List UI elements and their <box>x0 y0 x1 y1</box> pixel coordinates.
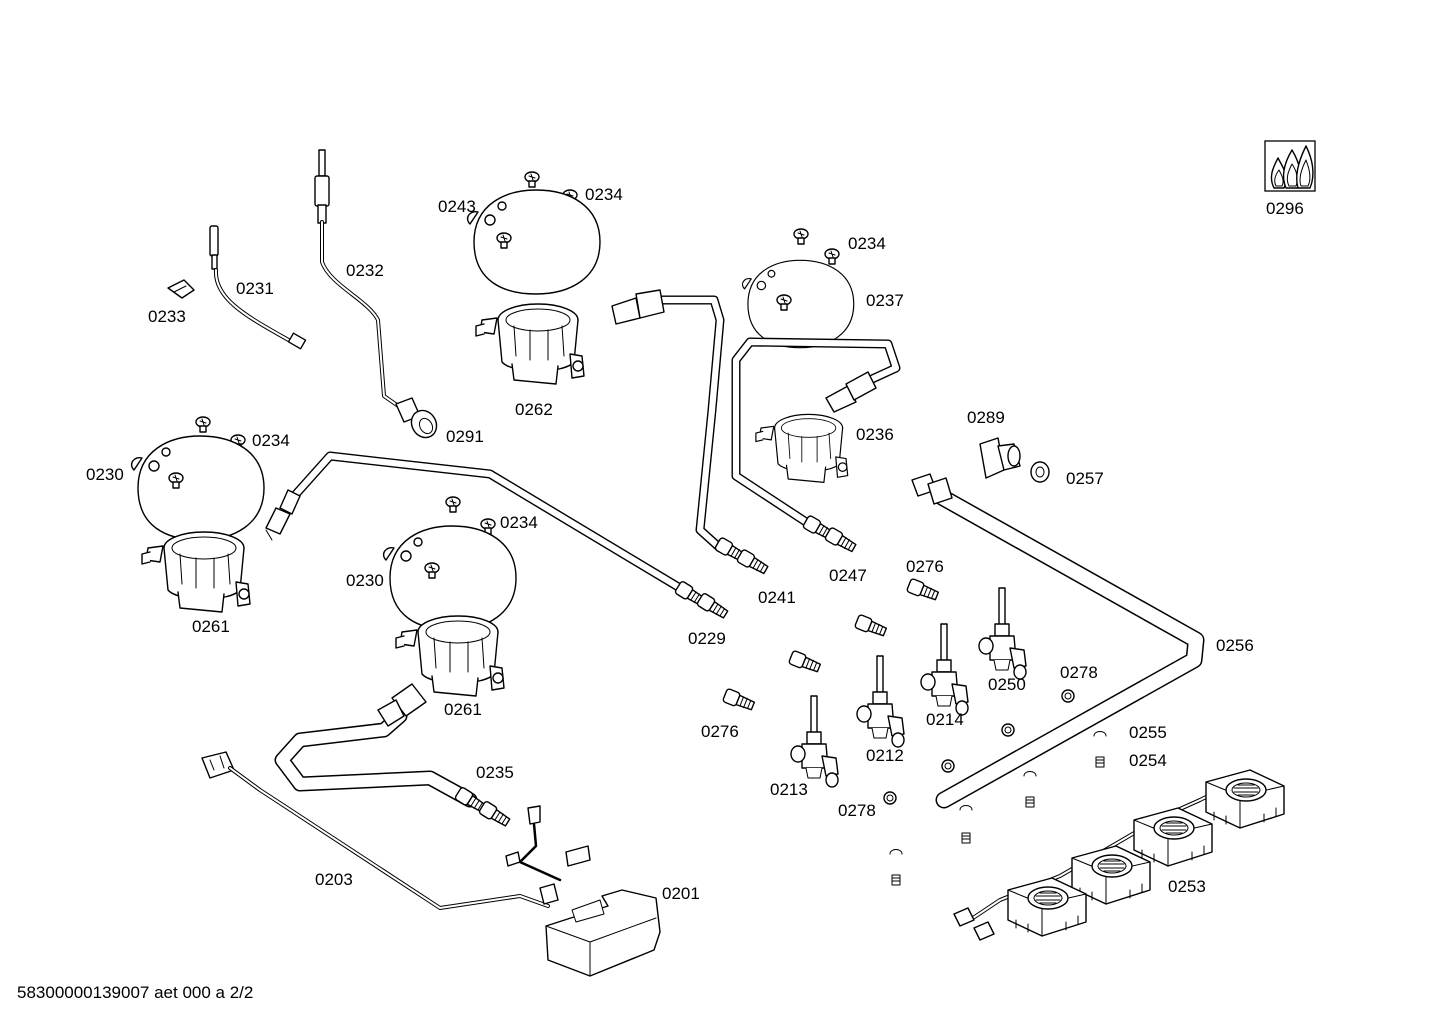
label-0243: 0243 <box>438 197 476 216</box>
gas-tube-0241 <box>611 289 771 577</box>
label-0234-top: 0234 <box>585 185 623 204</box>
injector-0276-b <box>853 613 889 640</box>
gas-valve-0214 <box>920 623 969 716</box>
label-0296: 0296 <box>1266 199 1304 218</box>
screw-0234-right <box>793 228 840 265</box>
ignition-module-0201 <box>545 889 661 977</box>
sealing-ring-0257 <box>1030 461 1050 483</box>
burner-cup-0236 <box>755 413 849 483</box>
label-0253: 0253 <box>1168 877 1206 896</box>
label-0234-right: 0234 <box>848 234 886 253</box>
label-0278-bottom: 0278 <box>838 801 876 820</box>
burner-cup-0261-left <box>141 531 251 613</box>
gas-hose-0235 <box>274 683 512 830</box>
label-0233: 0233 <box>148 307 186 326</box>
label-0261-center: 0261 <box>444 700 482 719</box>
gas-flame-icon <box>1264 140 1316 192</box>
label-0203: 0203 <box>315 870 353 889</box>
label-0262: 0262 <box>515 400 553 419</box>
injector-0276-a <box>905 577 941 604</box>
label-0257: 0257 <box>1066 469 1104 488</box>
label-0255: 0255 <box>1129 723 1167 742</box>
label-0289: 0289 <box>967 408 1005 427</box>
gas-tube-0229 <box>265 451 730 622</box>
main-gas-pipe-0256 <box>911 473 1205 809</box>
label-0235: 0235 <box>476 763 514 782</box>
clip-part-0233 <box>167 279 195 299</box>
gas-valve-0213 <box>790 695 839 788</box>
thermocouple-0232 <box>314 149 406 412</box>
gas-valve-0250 <box>978 587 1027 680</box>
label-0261-left: 0261 <box>192 617 230 636</box>
burner-cup-0262 <box>475 303 585 385</box>
label-0232: 0232 <box>346 261 384 280</box>
label-0278-top: 0278 <box>1060 663 1098 682</box>
gasket-0230-center <box>382 525 517 631</box>
label-0247: 0247 <box>829 566 867 585</box>
elbow-connector-0289 <box>979 437 1021 479</box>
label-0291: 0291 <box>446 427 484 446</box>
label-0214: 0214 <box>926 710 964 729</box>
label-0241: 0241 <box>758 588 796 607</box>
label-0234-left: 0234 <box>252 431 290 450</box>
label-0254: 0254 <box>1129 751 1167 770</box>
label-0276-bottom: 0276 <box>701 722 739 741</box>
label-0256: 0256 <box>1216 636 1254 655</box>
label-0237: 0237 <box>866 291 904 310</box>
injector-0276-c <box>787 649 823 676</box>
label-0201: 0201 <box>662 884 700 903</box>
label-0250: 0250 <box>988 675 1026 694</box>
label-0231: 0231 <box>236 279 274 298</box>
thermocouple-nut-0291 <box>395 397 438 439</box>
label-0230-left: 0230 <box>86 465 124 484</box>
injector-0276-d <box>721 687 757 714</box>
wire-terminals <box>505 805 591 905</box>
gas-valve-0212 <box>856 655 905 748</box>
ignition-electrode-0231 <box>209 225 307 350</box>
gasket-0237 <box>741 259 855 349</box>
label-0212: 0212 <box>866 746 904 765</box>
label-0213: 0213 <box>770 780 808 799</box>
label-0234-center: 0234 <box>500 513 538 532</box>
ignition-switch-row-0253 <box>953 769 1285 941</box>
gasket-0230-left <box>130 435 265 541</box>
gasket-0243 <box>466 189 601 295</box>
label-0229: 0229 <box>688 629 726 648</box>
document-code: 58300000139007 aet 000 a 2/2 <box>17 983 253 1002</box>
clip-0255 <box>889 731 1107 855</box>
gas-tube-0247 <box>731 337 901 555</box>
label-0236: 0236 <box>856 425 894 444</box>
connector-0203 <box>201 751 550 910</box>
label-0276-top: 0276 <box>906 557 944 576</box>
label-0230-center: 0230 <box>346 571 384 590</box>
